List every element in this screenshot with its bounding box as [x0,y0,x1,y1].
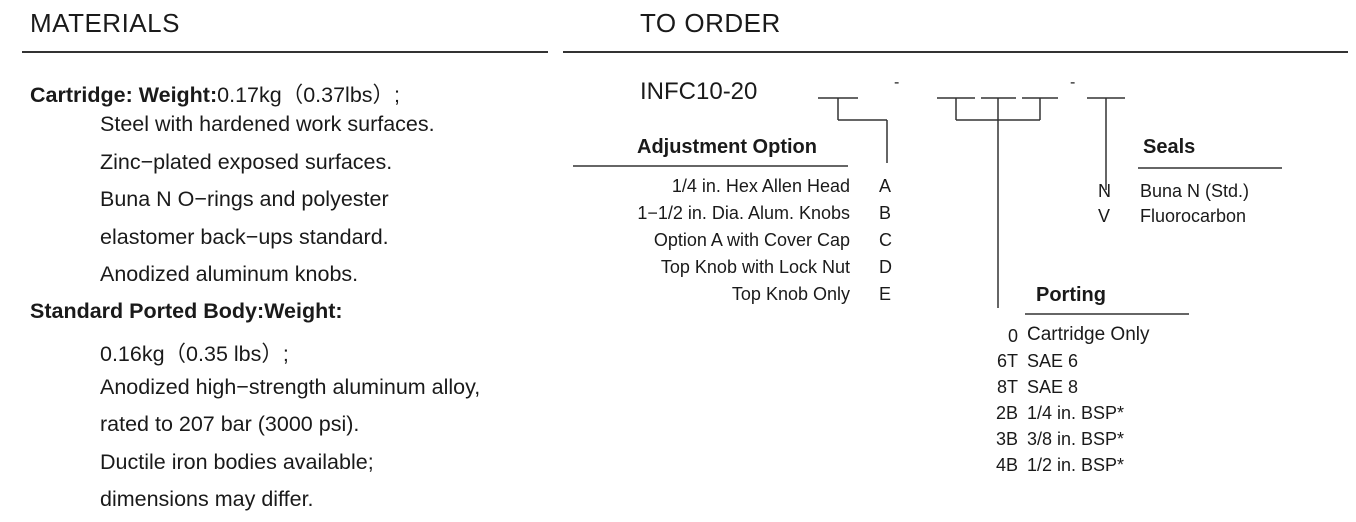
seals-option-desc: Fluorocarbon [1140,206,1247,226]
porting-option-code: 8T [996,377,1018,397]
order-rule [563,51,1348,53]
body-line: 0.16kg（0.35 lbs）; [100,342,289,366]
materials-heading: MATERIALS [30,8,180,38]
seals-title: Seals [1143,136,1196,158]
porting-option-desc: 1/4 in. BSP* [1027,403,1125,423]
adjustment-option-code: E [879,284,892,304]
porting-option-desc: Cartridge Only [1027,324,1150,345]
cartridge-line: Steel with hardened work surfaces. [100,112,435,136]
cartridge-line: elastomer back−ups standard. [100,225,389,249]
porting-option-code: 0 [1007,326,1018,346]
adjustment-option-code: A [879,176,892,196]
materials-rule [22,51,548,53]
seals-option-desc: Buna N (Std.) [1140,181,1250,201]
porting-option-desc: SAE 6 [1027,351,1079,371]
porting-option-code: 3B [995,429,1018,449]
adjustment-option-desc: Top Knob Only [731,284,850,304]
porting-option-desc: SAE 8 [1027,377,1079,397]
separator-dash: - [894,74,900,91]
model-number: INFC10-20 [640,78,758,105]
cartridge-label: Cartridge: Weight: [30,83,218,107]
cartridge-weight-line: Cartridge: Weight:0.17kg（0.37lbs）; [30,78,400,109]
body-line: Anodized high−strength aluminum alloy, [100,375,481,399]
cartridge-line: Anodized aluminum knobs. [100,262,359,286]
adjustment-option-desc: 1−1/2 in. Dia. Alum. Knobs [637,203,850,223]
cartridge-line: Zinc−plated exposed surfaces. [100,150,393,174]
cartridge-line: Buna N O−rings and polyester [100,187,389,211]
separator-dash: - [1070,74,1076,91]
body-weight-line: Standard Ported Body:Weight: [30,299,343,324]
porting-option-desc: 3/8 in. BSP* [1027,429,1125,449]
seals-option-code: N [1098,181,1111,201]
body-line: dimensions may differ. [100,487,314,511]
adjustment-option-desc: 1/4 in. Hex Allen Head [671,176,850,196]
adjustment-option-code: C [879,230,892,250]
body-label: Standard Ported Body:Weight: [30,299,343,323]
porting-option-code: 4B [995,455,1018,475]
porting-option-code: 2B [995,403,1018,423]
adjustment-title: Adjustment Option [637,136,817,158]
seals-option-code: V [1098,206,1111,226]
order-heading: TO ORDER [640,8,781,38]
adjustment-option-desc: Top Knob with Lock Nut [660,257,850,277]
adjustment-option-desc: Option A with Cover Cap [653,230,850,250]
body-line: rated to 207 bar (3000 psi). [100,412,360,436]
adjustment-option-code: D [879,257,892,277]
cartridge-weight: 0.17kg（0.37lbs）; [217,83,400,107]
porting-title: Porting [1036,284,1106,306]
body-line: Ductile iron bodies available; [100,450,374,474]
adjustment-option-code: B [879,203,892,223]
porting-option-code: 6T [996,351,1018,371]
porting-option-desc: 1/2 in. BSP* [1027,455,1125,475]
